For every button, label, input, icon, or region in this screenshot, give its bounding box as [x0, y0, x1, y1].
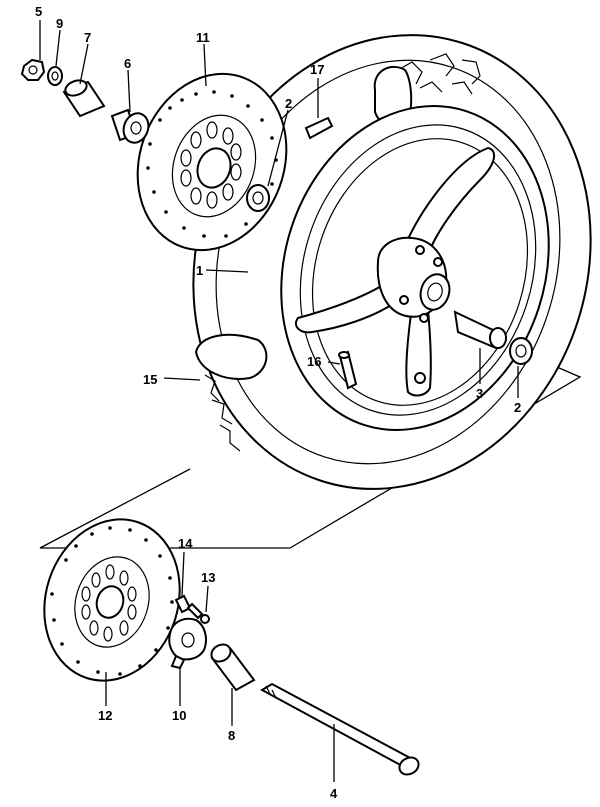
balancer-weight — [304, 116, 334, 140]
callout-17: 17 — [310, 62, 324, 77]
callout-13: 13 — [201, 570, 215, 585]
wheel-spokes — [294, 146, 496, 397]
axle — [259, 682, 420, 776]
bearing-right — [509, 337, 533, 365]
callout-4: 4 — [330, 786, 338, 801]
hub — [376, 236, 451, 384]
callout-16: 16 — [307, 354, 321, 369]
callout-5: 5 — [35, 4, 42, 19]
callout-2-lower: 2 — [514, 400, 521, 415]
nut — [20, 58, 46, 81]
callout-3: 3 — [476, 386, 483, 401]
speedometer-gearbox — [168, 617, 207, 670]
callout-11: 11 — [196, 30, 210, 45]
screw — [186, 602, 210, 624]
callout-1: 1 — [196, 263, 203, 278]
brake-disc-lower — [43, 518, 181, 682]
callout-2-upper: 2 — [285, 96, 292, 111]
spacer-collar — [210, 643, 256, 692]
callout-10: 10 — [172, 708, 186, 723]
callout-12: 12 — [98, 708, 112, 723]
valve — [338, 350, 358, 390]
spacer — [453, 310, 507, 350]
callout-9: 9 — [56, 16, 63, 31]
bearing-left — [246, 184, 270, 212]
callout-6: 6 — [124, 56, 131, 71]
washer — [47, 66, 63, 86]
callout-7: 7 — [84, 30, 91, 45]
callout-8: 8 — [228, 728, 235, 743]
collar — [110, 108, 150, 144]
callout-14: 14 — [178, 536, 193, 551]
sleeve — [62, 79, 106, 118]
callout-15: 15 — [143, 372, 157, 387]
leader-lines — [39, 20, 519, 782]
callout-labels: 5 9 7 6 11 17 2 1 16 15 3 2 14 13 12 10 … — [35, 4, 521, 801]
